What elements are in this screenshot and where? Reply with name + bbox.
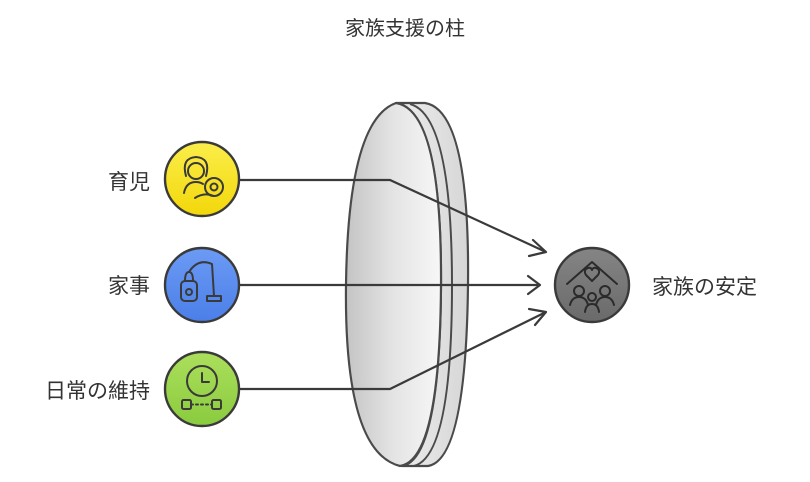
label-housework: 家事 bbox=[108, 274, 150, 298]
mother-baby-icon bbox=[163, 140, 241, 218]
clock-routine-icon bbox=[163, 350, 241, 428]
diagram-title: 家族支援の柱 bbox=[345, 16, 465, 40]
label-family-stability: 家族の安定 bbox=[652, 275, 757, 299]
connector-housework bbox=[240, 274, 542, 296]
family-home-icon bbox=[553, 246, 631, 324]
label-childcare: 育児 bbox=[108, 170, 150, 194]
vacuum-cleaner-icon bbox=[163, 246, 241, 324]
label-daily-maintenance: 日常の維持 bbox=[45, 379, 150, 403]
connector-daily-maintenance bbox=[240, 307, 548, 391]
connector-childcare bbox=[240, 178, 548, 258]
